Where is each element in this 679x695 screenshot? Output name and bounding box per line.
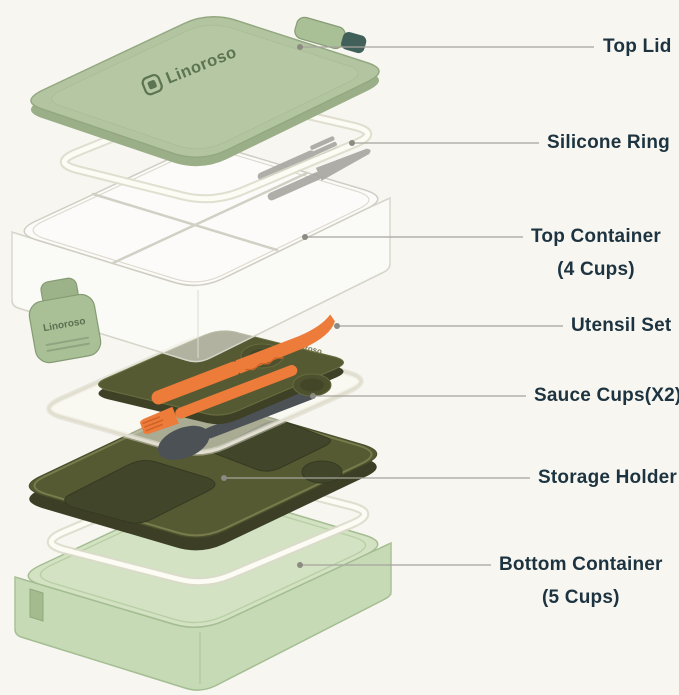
- knife-serration: [245, 357, 284, 371]
- label-bottom-container-subtitle: (5 Cups): [542, 587, 620, 608]
- spoon-handle: [203, 388, 317, 439]
- top-container-corner-edges: [11, 198, 391, 358]
- knife-blade: [235, 314, 335, 374]
- leader-sauce-cups: [310, 393, 526, 399]
- leader-bottom-container: [297, 562, 491, 568]
- label-sauce-cups-title: Sauce Cups(X2): [534, 385, 679, 406]
- top-container-dividers: [91, 171, 309, 265]
- label-utensil-set-title: Utensil Set: [571, 315, 672, 336]
- storage-holder-illustration: [28, 402, 378, 551]
- spoon-illustration: [157, 388, 317, 460]
- knife-handle: [151, 361, 242, 405]
- brand-logo-icon-inner: [147, 80, 157, 90]
- sauce-cup-lid-2-inner: [300, 378, 324, 392]
- leader-top-container: [302, 234, 523, 240]
- label-top-container: Top Container (4 Cups): [531, 224, 661, 283]
- label-utensil-set: Utensil Set: [571, 313, 671, 339]
- leader-utensil-set: [334, 323, 563, 329]
- lid-clip-illustration: [294, 16, 367, 54]
- label-silicone-ring: Silicone Ring: [547, 130, 670, 156]
- knife-illustration: [151, 314, 335, 405]
- brand-logo-icon: [141, 73, 163, 96]
- label-bottom-container: Bottom Container (5 Cups): [499, 552, 663, 611]
- leader-storage-holder: [221, 475, 530, 481]
- container-clip-ridges: [45, 336, 90, 352]
- label-top-container-subtitle: (4 Cups): [557, 259, 635, 280]
- label-silicone-ring-title: Silicone Ring: [547, 132, 670, 153]
- storage-holder-recess-large: [64, 460, 216, 524]
- leader-silicone-ring: [349, 140, 539, 146]
- label-top-lid-title: Top Lid: [603, 36, 672, 57]
- bottom-container-corner-edges: [14, 543, 392, 684]
- leader-lines: [221, 44, 594, 568]
- container-clip-illustration: Linoroso: [28, 277, 102, 364]
- fork-head: [140, 406, 179, 435]
- storage-holder-recess-round: [301, 460, 343, 484]
- label-bottom-container-title: Bottom Container: [499, 554, 663, 575]
- fork-tine-slits: [142, 416, 164, 432]
- label-top-container-title: Top Container: [531, 226, 661, 247]
- lid-clip-latch: [341, 32, 367, 54]
- bottom-container-notch: [29, 588, 44, 622]
- label-sauce-cups: Sauce Cups(X2): [534, 383, 679, 409]
- spoon-bowl: [157, 425, 210, 460]
- label-top-lid: Top Lid: [603, 34, 672, 60]
- fork-handle: [175, 364, 298, 419]
- fork-illustration: [140, 364, 298, 435]
- stored-knife-icon: [267, 148, 371, 201]
- leader-top-lid: [297, 44, 594, 50]
- top-lid-illustration: Linoroso: [30, 16, 380, 167]
- top-lid-plateau: [51, 24, 359, 150]
- label-storage-holder: Storage Holder: [538, 465, 677, 491]
- label-storage-holder-title: Storage Holder: [538, 467, 677, 488]
- top-container-illustration: [11, 145, 391, 363]
